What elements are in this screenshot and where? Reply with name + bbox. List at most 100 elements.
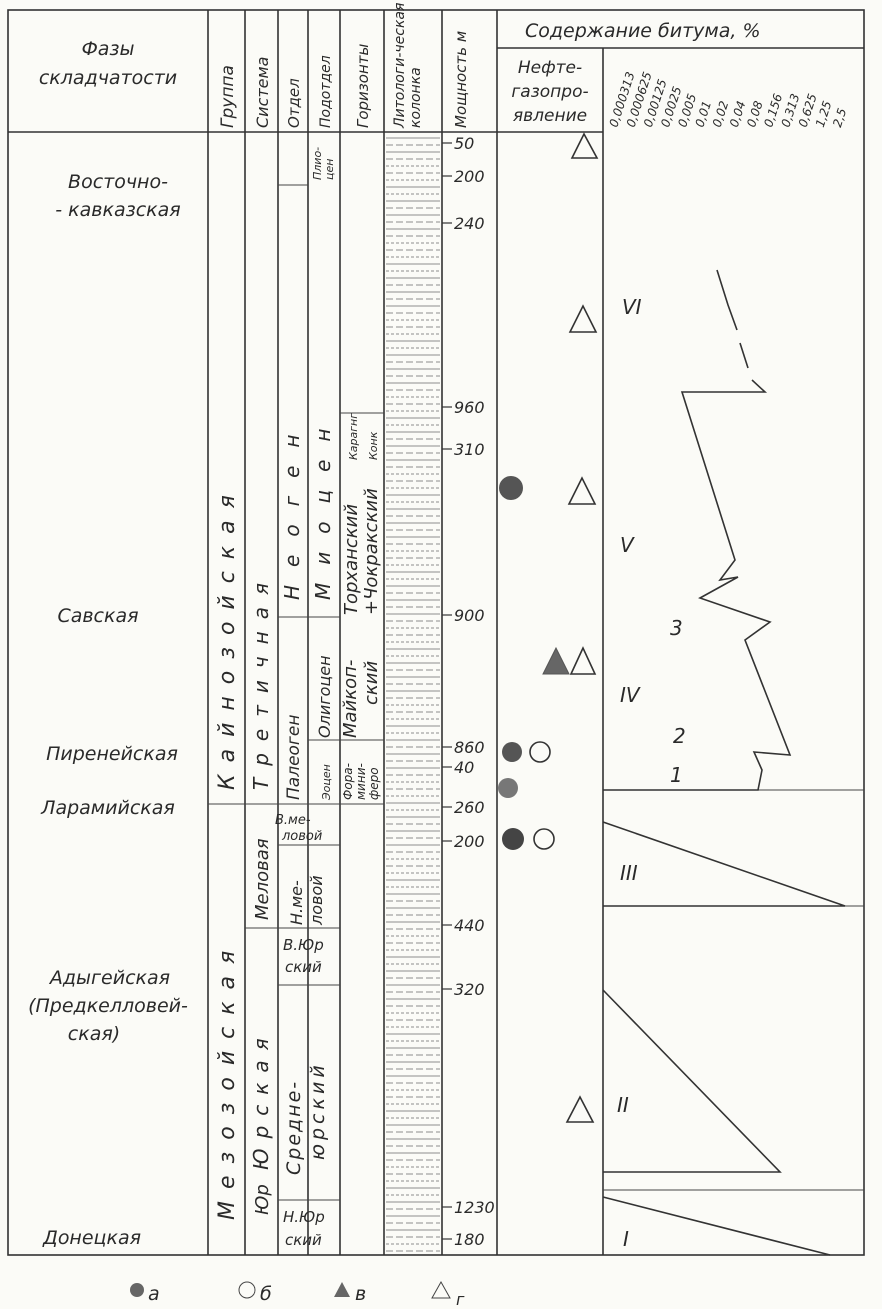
horizon-label: Торханский xyxy=(341,504,362,615)
dept-upper-jur-2: ский xyxy=(285,958,322,976)
dot-filled-symbol xyxy=(498,778,518,798)
subdept-oligocene: Олигоцен xyxy=(315,655,334,738)
phase-label: (Предкелловей- xyxy=(28,995,188,1017)
legend-label-a: а xyxy=(148,1283,160,1305)
triangle-open-symbol xyxy=(570,132,599,159)
phases-column: Восточно- - кавказская Савская Пиренейск… xyxy=(28,171,188,1249)
system-jurassic: Юрская xyxy=(249,1028,273,1170)
legend-label-d: г xyxy=(456,1290,465,1309)
thickness-column: 5020024096031090086040260200440320123018… xyxy=(442,134,495,1249)
stratigraphy-columns: Кайнозойская Мезозойская Третичная Мелов… xyxy=(215,147,336,1249)
triangle-open-symbol xyxy=(567,476,597,505)
thickness-label: 320 xyxy=(454,980,485,999)
curve-label: 1 xyxy=(670,763,683,787)
triangle-open-symbol xyxy=(569,646,597,675)
system-jurassic-short: Юр xyxy=(252,1184,273,1215)
header-subdepartment: Подотдел xyxy=(318,55,334,128)
thickness-label: 900 xyxy=(454,606,485,625)
header-thickness: Мощность м xyxy=(452,31,470,128)
horizon-label: Конк xyxy=(367,431,380,460)
horizon-label: Майкоп- xyxy=(340,660,361,738)
header-phases-1: Фазы xyxy=(81,38,134,60)
legend-label-b: б xyxy=(260,1283,272,1305)
header-department: Отдел xyxy=(285,78,303,128)
thickness-label: 200 xyxy=(454,167,485,186)
dept-middle-jur: Средне- xyxy=(283,1080,305,1175)
oilgas-symbols xyxy=(498,132,599,1123)
dept-lower-jur: Н.Юр xyxy=(283,1208,325,1226)
group-cenozoic: Кайнозойская xyxy=(215,483,240,790)
header-system: Система xyxy=(253,57,272,128)
triangle-open-symbol xyxy=(568,304,598,333)
thickness-label: 180 xyxy=(454,1230,485,1249)
legend-dot-filled xyxy=(130,1283,144,1297)
header-oilgas-3: явление xyxy=(513,106,587,126)
dept-lower-jur-2: ский xyxy=(285,1231,322,1249)
phase-label: Пиренейская xyxy=(46,743,178,765)
header-oilgas-2: газопро- xyxy=(511,82,588,102)
thickness-label: 440 xyxy=(454,916,485,935)
interval-labels: VI V IV III II I 3 2 1 xyxy=(617,295,686,1251)
phase-label: Донецкая xyxy=(42,1227,141,1249)
interval-label: VI xyxy=(622,295,642,319)
system-cretaceous: Меловая xyxy=(252,838,273,920)
subdept-pliocene: Плио- xyxy=(311,147,324,180)
dept-neogene: Неоген xyxy=(280,417,304,600)
thickness-label: 240 xyxy=(454,214,485,233)
thickness-label: 260 xyxy=(454,798,485,817)
header-lithology-1: Литологи-ческая xyxy=(392,3,408,129)
horizon-label: ский xyxy=(361,661,382,705)
interval-label: V xyxy=(620,533,635,557)
header-phases-2: складчатости xyxy=(39,67,177,89)
phase-label: - кавказская xyxy=(55,199,180,221)
circle-open-symbol xyxy=(533,828,555,850)
dept-upper-cret: В.ме- xyxy=(275,813,311,828)
thickness-label: 960 xyxy=(454,398,485,417)
interval-label: II xyxy=(617,1093,629,1117)
legend-triangle-filled xyxy=(334,1282,350,1297)
header-row: Фазы складчатости Группа Система Отдел П… xyxy=(39,3,761,129)
dept-middle-jur-2: юрский xyxy=(307,1061,329,1160)
thickness-label: 310 xyxy=(454,440,485,459)
horizon-label: Карагнг xyxy=(347,413,360,460)
horizons-column: Карагнг Конк Торханский +Чокракский Майк… xyxy=(340,413,382,800)
interval-label: IV xyxy=(620,683,641,707)
thickness-label: 200 xyxy=(454,832,485,851)
thickness-label: 40 xyxy=(454,758,474,777)
circle-open-symbol xyxy=(529,741,551,763)
lithology-column xyxy=(386,137,440,1252)
horizon-label: Фора- xyxy=(341,763,355,800)
system-tertiary: Третичная xyxy=(249,571,273,790)
header-oilgas-1: Нефте- xyxy=(518,58,582,78)
dept-lower-cret-2: ловой xyxy=(307,875,326,926)
thickness-label: 860 xyxy=(454,738,485,757)
horizon-label: феро xyxy=(367,767,381,800)
horizon-label: мини- xyxy=(354,763,368,800)
header-horizons: Горизонты xyxy=(354,43,372,128)
dept-upper-jur: В.Юр xyxy=(283,936,324,954)
subdept-eocene: Эоцен xyxy=(320,764,333,801)
interval-label: I xyxy=(623,1227,629,1251)
bitumen-curve xyxy=(602,269,846,1256)
subdept-pliocene-2: цен xyxy=(323,159,336,180)
dept-paleogene: Палеоген xyxy=(284,715,304,800)
phase-label: ская) xyxy=(68,1023,120,1045)
header-bitumen: Содержание битума, % xyxy=(525,20,761,42)
phase-label: Ларамийская xyxy=(40,797,175,819)
thickness-label: 50 xyxy=(454,134,474,153)
legend-label-c: в xyxy=(355,1283,366,1305)
subdept-miocene: Миоцен xyxy=(311,411,335,600)
dept-upper-cret-2: ловой xyxy=(281,829,322,844)
scale-ticks: 0,0003130,0006250,001250,00250,0050,010,… xyxy=(607,70,850,129)
dot-filled-symbol xyxy=(499,476,523,500)
header-lithology-2: колонка xyxy=(408,67,424,128)
group-mesozoic: Мезозойская xyxy=(215,939,240,1220)
curve-label: 3 xyxy=(670,616,683,640)
table-grid xyxy=(7,9,865,1256)
phase-label: Савская xyxy=(57,605,138,627)
interval-label: III xyxy=(620,861,638,885)
phase-label: Восточно- xyxy=(68,171,168,193)
triangle-open-symbol xyxy=(565,1095,595,1123)
dot-filled-symbol xyxy=(502,742,522,762)
